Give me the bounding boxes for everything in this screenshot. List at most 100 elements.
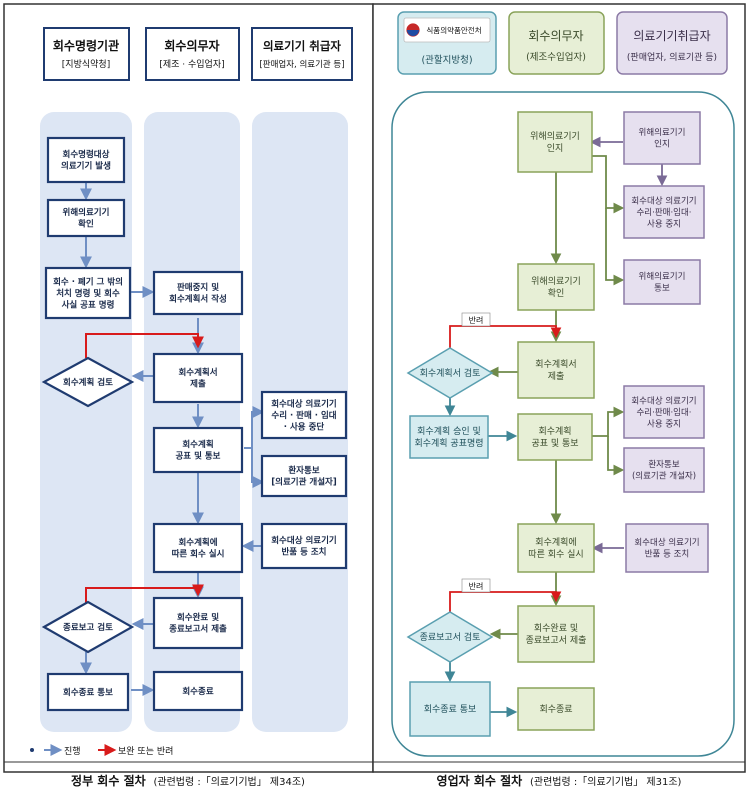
node-right-h-notify-line-1: 위해의료기기: [639, 271, 686, 282]
node-right-h-recognize-line-2: 인지: [654, 139, 670, 150]
node-left-order-line-3: 사실 공표 명령: [62, 299, 115, 310]
left-caption-ref: (관련법령 :「의료기기법」 제34조): [153, 776, 305, 788]
node-right-end-notice-line-1: 회수종료 통보: [424, 704, 477, 715]
node-left-report-submit-line-2: 종료보고서 제출: [169, 624, 227, 635]
right-connectors: [444, 136, 668, 718]
node-left-occur-line-1: 회수명령대상: [63, 149, 110, 160]
node-right-plan-submit-line-2: 제출: [548, 371, 565, 382]
right-return-labels: 반려 반려: [461, 312, 491, 593]
node-left-plan-review-line-1: 회수계획 검토: [63, 377, 113, 388]
node-right-return-line-1: 회수대상 의료기기: [634, 537, 699, 548]
node-left-handler-stop-line-3: · 사용 중단: [284, 421, 325, 432]
node-left-execute-line-2: 따른 회수 실시: [172, 549, 225, 560]
node-right-report-submit-line-2: 종료보고서 제출: [526, 635, 587, 646]
left-header-manufacturer-sub: [제조 · 수입업자]: [159, 58, 224, 70]
node-right-end: 회수종료: [517, 687, 595, 731]
right-header-manufacturer-sub: (제조수입업자): [526, 51, 586, 63]
node-left-stop-sales-line-2: 회수계획서 작성: [169, 294, 227, 305]
right-return-paths: [449, 325, 562, 612]
node-left-handler-stop-line-1: 회수대상 의료기기: [271, 398, 337, 409]
node-left-end: 회수종료: [152, 670, 244, 712]
left-header-handler: 의료기기 취급자 [판매업자, 의료기관 등]: [251, 27, 353, 81]
node-right-plan-review-line-1: 회수계획서 검토: [420, 367, 481, 379]
node-left-stop-sales-line-1: 판매중지 및: [177, 282, 219, 293]
node-right-execute-line-2: 따른 회수 실시: [528, 549, 583, 560]
node-right-approve-line-2: 회수계획 공표명령: [414, 437, 483, 449]
node-left-handler-stop-line-2: 수리 · 판매 · 임대: [271, 410, 336, 421]
left-caption: 정부 회수 절차 (관련법령 :「의료기기법」 제34조): [71, 773, 305, 788]
node-right-h-stop-line-2: 수리·판매·임대·: [636, 207, 691, 218]
return-label-2: 반려: [469, 581, 484, 591]
node-left-order-line-1: 회수 · 폐기 그 밖의: [53, 276, 123, 287]
node-right-recognize-line-1: 위해의료기기: [530, 131, 580, 142]
node-right-confirm-line-1: 위해의료기기: [531, 276, 581, 287]
node-right-h-stop2-line-3: 사용 중지: [647, 419, 681, 429]
node-right-h-stop2-line-1: 회수대상 의료기기: [631, 395, 696, 406]
right-header-manufacturer: 회수의무자 (제조수입업자): [508, 11, 605, 75]
left-header-gov-title: 회수명령기관: [53, 38, 119, 53]
right-flow-container: [391, 91, 735, 757]
node-left-plan-submit-line-1: 회수계획서: [178, 367, 217, 378]
node-right-end-notice: 회수종료 통보: [409, 681, 491, 737]
right-header-gov-logo-text: 식품의약품안전처: [426, 25, 481, 35]
node-left-execute-line-1: 회수계획에: [178, 537, 217, 548]
node-right-plan-submit-line-1: 회수계획서: [535, 358, 576, 370]
node-left-patient-notice-line-1: 환자통보: [288, 465, 319, 476]
node-left-occur-line-2: 의료기기 발생: [61, 161, 111, 172]
node-right-h-stop-line-1: 회수대상 의료기기: [631, 195, 696, 206]
node-left-patient-notice-line-2: [의료기관 개설자]: [271, 477, 337, 488]
right-header-handler-sub: (판매업자, 의료기관 등): [627, 52, 717, 63]
left-header-handler-sub: [판매업자, 의료기관 등]: [259, 59, 344, 70]
node-right-patient-notice-line-1: 환자통보: [648, 459, 679, 470]
right-caption-ref: (관련법령 :「의료기기법」 제31조): [530, 776, 682, 788]
node-right-report-review: 종료보고서 검토: [406, 611, 494, 663]
left-header-manufacturer: 회수의무자 [제조 · 수입업자]: [145, 27, 240, 81]
left-header-gov-sub: [지방식약청]: [62, 58, 110, 70]
left-caption-main: 정부 회수 절차: [71, 773, 146, 788]
node-right-plan-review: 회수계획서 검토: [406, 347, 494, 399]
left-header-manufacturer-title: 회수의무자: [164, 38, 219, 53]
node-right-announce-line-1: 회수계획: [538, 425, 571, 437]
node-left-end-notice-line-1: 회수종료 통보: [63, 687, 113, 698]
node-left-announce-line-2: 공표 및 통보: [175, 451, 220, 462]
node-left-patient-notice: 환자통보[의료기관 개설자]: [260, 454, 348, 498]
node-left-report-review: 종료보고 검토: [41, 600, 135, 654]
node-left-report-submit-line-1: 회수완료 및: [177, 612, 219, 623]
node-left-end-notice: 회수종료 통보: [46, 672, 130, 712]
node-left-return-line-2: 반품 등 조치: [281, 547, 326, 558]
node-right-recognize-line-2: 인지: [547, 143, 564, 154]
node-left-return-line-1: 회수대상 의료기기: [271, 535, 337, 546]
node-left-confirm-line-2: 확인: [78, 219, 94, 230]
right-panel: 식품의약품안전처 (관할지방청) 회수의무자 (제조수입업자) 의료기기취급자 …: [391, 11, 735, 788]
right-header-gov: 식품의약품안전처 (관할지방청): [397, 11, 497, 75]
node-right-report-review-line-1: 종료보고서 검토: [420, 631, 481, 643]
node-right-h-recognize-line-1: 위해의료기기: [639, 127, 686, 138]
right-header-handler-title: 의료기기취급자: [633, 29, 710, 43]
node-right-end-line-1: 회수종료: [539, 704, 572, 715]
node-right-patient-notice: 환자통보(의료기관 개설자): [623, 447, 705, 493]
left-legend: 진행 보완 또는 반려: [30, 744, 173, 757]
node-right-h-stop2-line-2: 수리·판매·임대·: [636, 407, 691, 418]
node-right-execute-line-1: 회수계획에: [535, 536, 576, 548]
node-right-approve-line-1: 회수계획 승인 및: [417, 425, 481, 437]
left-header-gov: 회수명령기관 [지방식약청]: [43, 27, 130, 81]
